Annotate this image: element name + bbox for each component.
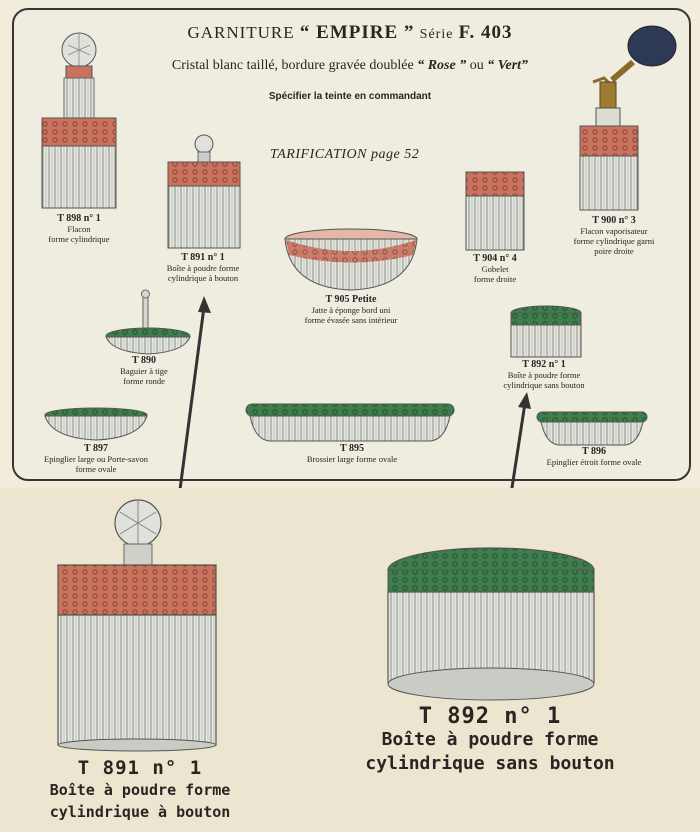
zoom-caption-t891: T 891 n° 1 Boîte à poudre forme cylindri… (49, 757, 231, 821)
caption-t904: T 904 n° 4 Gobelet forme droite (473, 253, 517, 285)
caption-t892: T 892 n° 1 Boîte à poudre forme cylindri… (503, 359, 585, 391)
powder-box-t892-zoom-image (387, 547, 595, 701)
ring-holder-t890-image (105, 289, 191, 355)
flacon-t898-image (41, 32, 117, 209)
tarif-note: TARIFICATION page 52 (270, 147, 420, 162)
powder-box-t892-image (510, 305, 582, 358)
caption-t905: T 905 Petite Jatte à éponge bord uni for… (304, 294, 398, 326)
tumbler-t904-image (465, 171, 525, 251)
catalog-subtitle: Cristal blanc taillé, bordure gravée dou… (171, 58, 529, 73)
caption-t898: T 898 n° 1 Flacon forme cylindrique (48, 213, 110, 245)
caption-t896: T 896 Epinglier étroit forme ovale (546, 446, 642, 468)
brush-tray-t895-image (245, 403, 455, 442)
caption-t890: T 890 Baguier à tige forme ronde (120, 355, 168, 387)
powder-box-t891-image (167, 134, 241, 249)
pin-tray-narrow-t896-image (536, 411, 648, 446)
zoom-caption-t892: T 892 n° 1 Boîte à poudre forme cylindri… (365, 704, 615, 775)
catalog-title: GARNITURE “ EMPIRE ” Série F. 403 (187, 22, 513, 43)
caption-t900: T 900 n° 3 Flacon vaporisateur forme cyl… (573, 215, 655, 257)
atomizer-t900-image (579, 25, 677, 211)
caption-t891: T 891 n° 1 Boîte à poudre forme cylindri… (166, 252, 240, 284)
powder-box-t891-zoom-image (57, 499, 217, 752)
sponge-bowl-t905-image (284, 228, 418, 291)
caption-t897: T 897 Epinglier large ou Porte-savon for… (44, 443, 148, 475)
specify-note: Spécifier la teinte en commandant (268, 91, 432, 102)
caption-t895: T 895 Brossier large forme ovale (306, 443, 398, 465)
pin-tray-large-t897-image (44, 407, 148, 441)
